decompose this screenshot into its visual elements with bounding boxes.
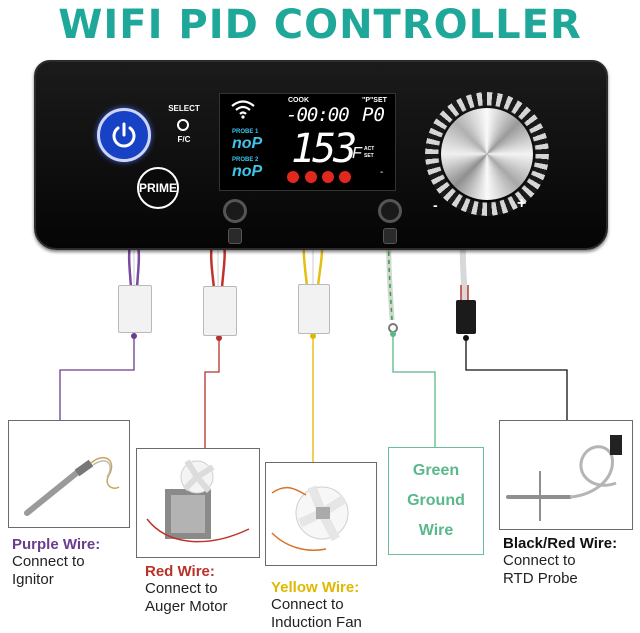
cook-timer: -00:00 [286,104,350,126]
auger-status-icon [305,171,317,183]
red-wire-caption: Red Wire: Connect to Auger Motor [145,563,269,616]
red-wire-desc-2: Auger Motor [145,598,228,615]
rtd-connector [456,300,476,334]
probe2-value: noP [232,163,263,180]
purple-callout-line [59,336,135,420]
red-wire-desc-1: Connect to [145,580,218,597]
green-word-2: Ground [407,492,465,509]
temperature-unit: F [352,145,362,162]
ground-ring-terminal [388,323,398,333]
igniter-status-icon [287,171,299,183]
rtd-probe-image-box [499,420,633,530]
red-wire-title: Red Wire: [145,563,215,580]
yellow-wire-caption: Yellow Wire: Connect to Induction Fan [271,579,395,632]
alarm-status-icon [339,171,351,183]
knob-minus-label: - [433,197,438,213]
probe1-label: PROBE 1 [232,129,259,135]
probe1-value: noP [232,135,263,152]
induction-fan-picture [271,485,349,551]
cook-label: COOK [288,97,309,104]
ignitor-picture [24,457,120,516]
power-button[interactable] [97,108,151,162]
purple-wire-title: Purple Wire: [12,536,101,553]
purple-wire-caption: Purple Wire: Connect to Ignitor [12,536,136,589]
fan-connector [298,284,330,334]
induction-fan-image-box [265,462,377,566]
select-button[interactable] [177,119,189,131]
probe2-jack [378,199,402,223]
black-wire-title: Black/Red Wire: [503,535,618,552]
red-callout-line [204,338,220,448]
black-wire-desc-1: Connect to [503,552,576,569]
yellow-wire-desc-1: Connect to [271,596,344,613]
green-word-3: Wire [418,522,454,539]
probe1-jack [223,199,247,223]
probe2-label: PROBE 2 [232,157,259,163]
prime-button[interactable]: PRIME [137,167,179,209]
probe1-jack-cap [228,228,242,244]
auger-motor-picture [146,459,250,543]
fc-label: F/C [177,135,191,144]
ignitor-connector [118,285,152,333]
fan-status-icon [322,171,334,183]
green-word-1: Green [412,462,460,479]
act-label: ACT [364,146,375,152]
black-callout-line [465,338,568,420]
set-label: SET [364,153,374,159]
temperature-knob[interactable] [441,108,533,200]
pset-label: "P"SET [362,97,387,104]
select-label: SELECT [168,104,200,113]
ignitor-image-box [8,420,130,528]
black-wire-caption: Black/Red Wire: Connect to RTD Probe [503,535,637,588]
probe2-jack-cap [383,228,397,244]
temperature-readout: 153 [291,126,357,172]
wifi-icon [231,100,255,119]
knob-plus-label: + [517,195,527,212]
auger-connector [203,286,237,336]
lcd-minus: - [380,167,384,178]
purple-wire-desc-1: Connect to [12,553,85,570]
ground-wire-box: Green Ground Wire [388,447,484,555]
purple-wire-desc-2: Ignitor [12,571,54,588]
yellow-wire-title: Yellow Wire: [271,579,360,596]
p-set-value: P0 [362,104,385,126]
black-wire-desc-2: RTD Probe [503,570,578,587]
auger-motor-image-box [136,448,260,558]
page-title: WIFI PID CONTROLLER [58,2,582,48]
rtd-probe-picture [506,435,622,521]
power-icon [112,122,136,148]
green-callout-line [392,334,436,447]
yellow-wire-desc-2: Induction Fan [271,614,362,631]
